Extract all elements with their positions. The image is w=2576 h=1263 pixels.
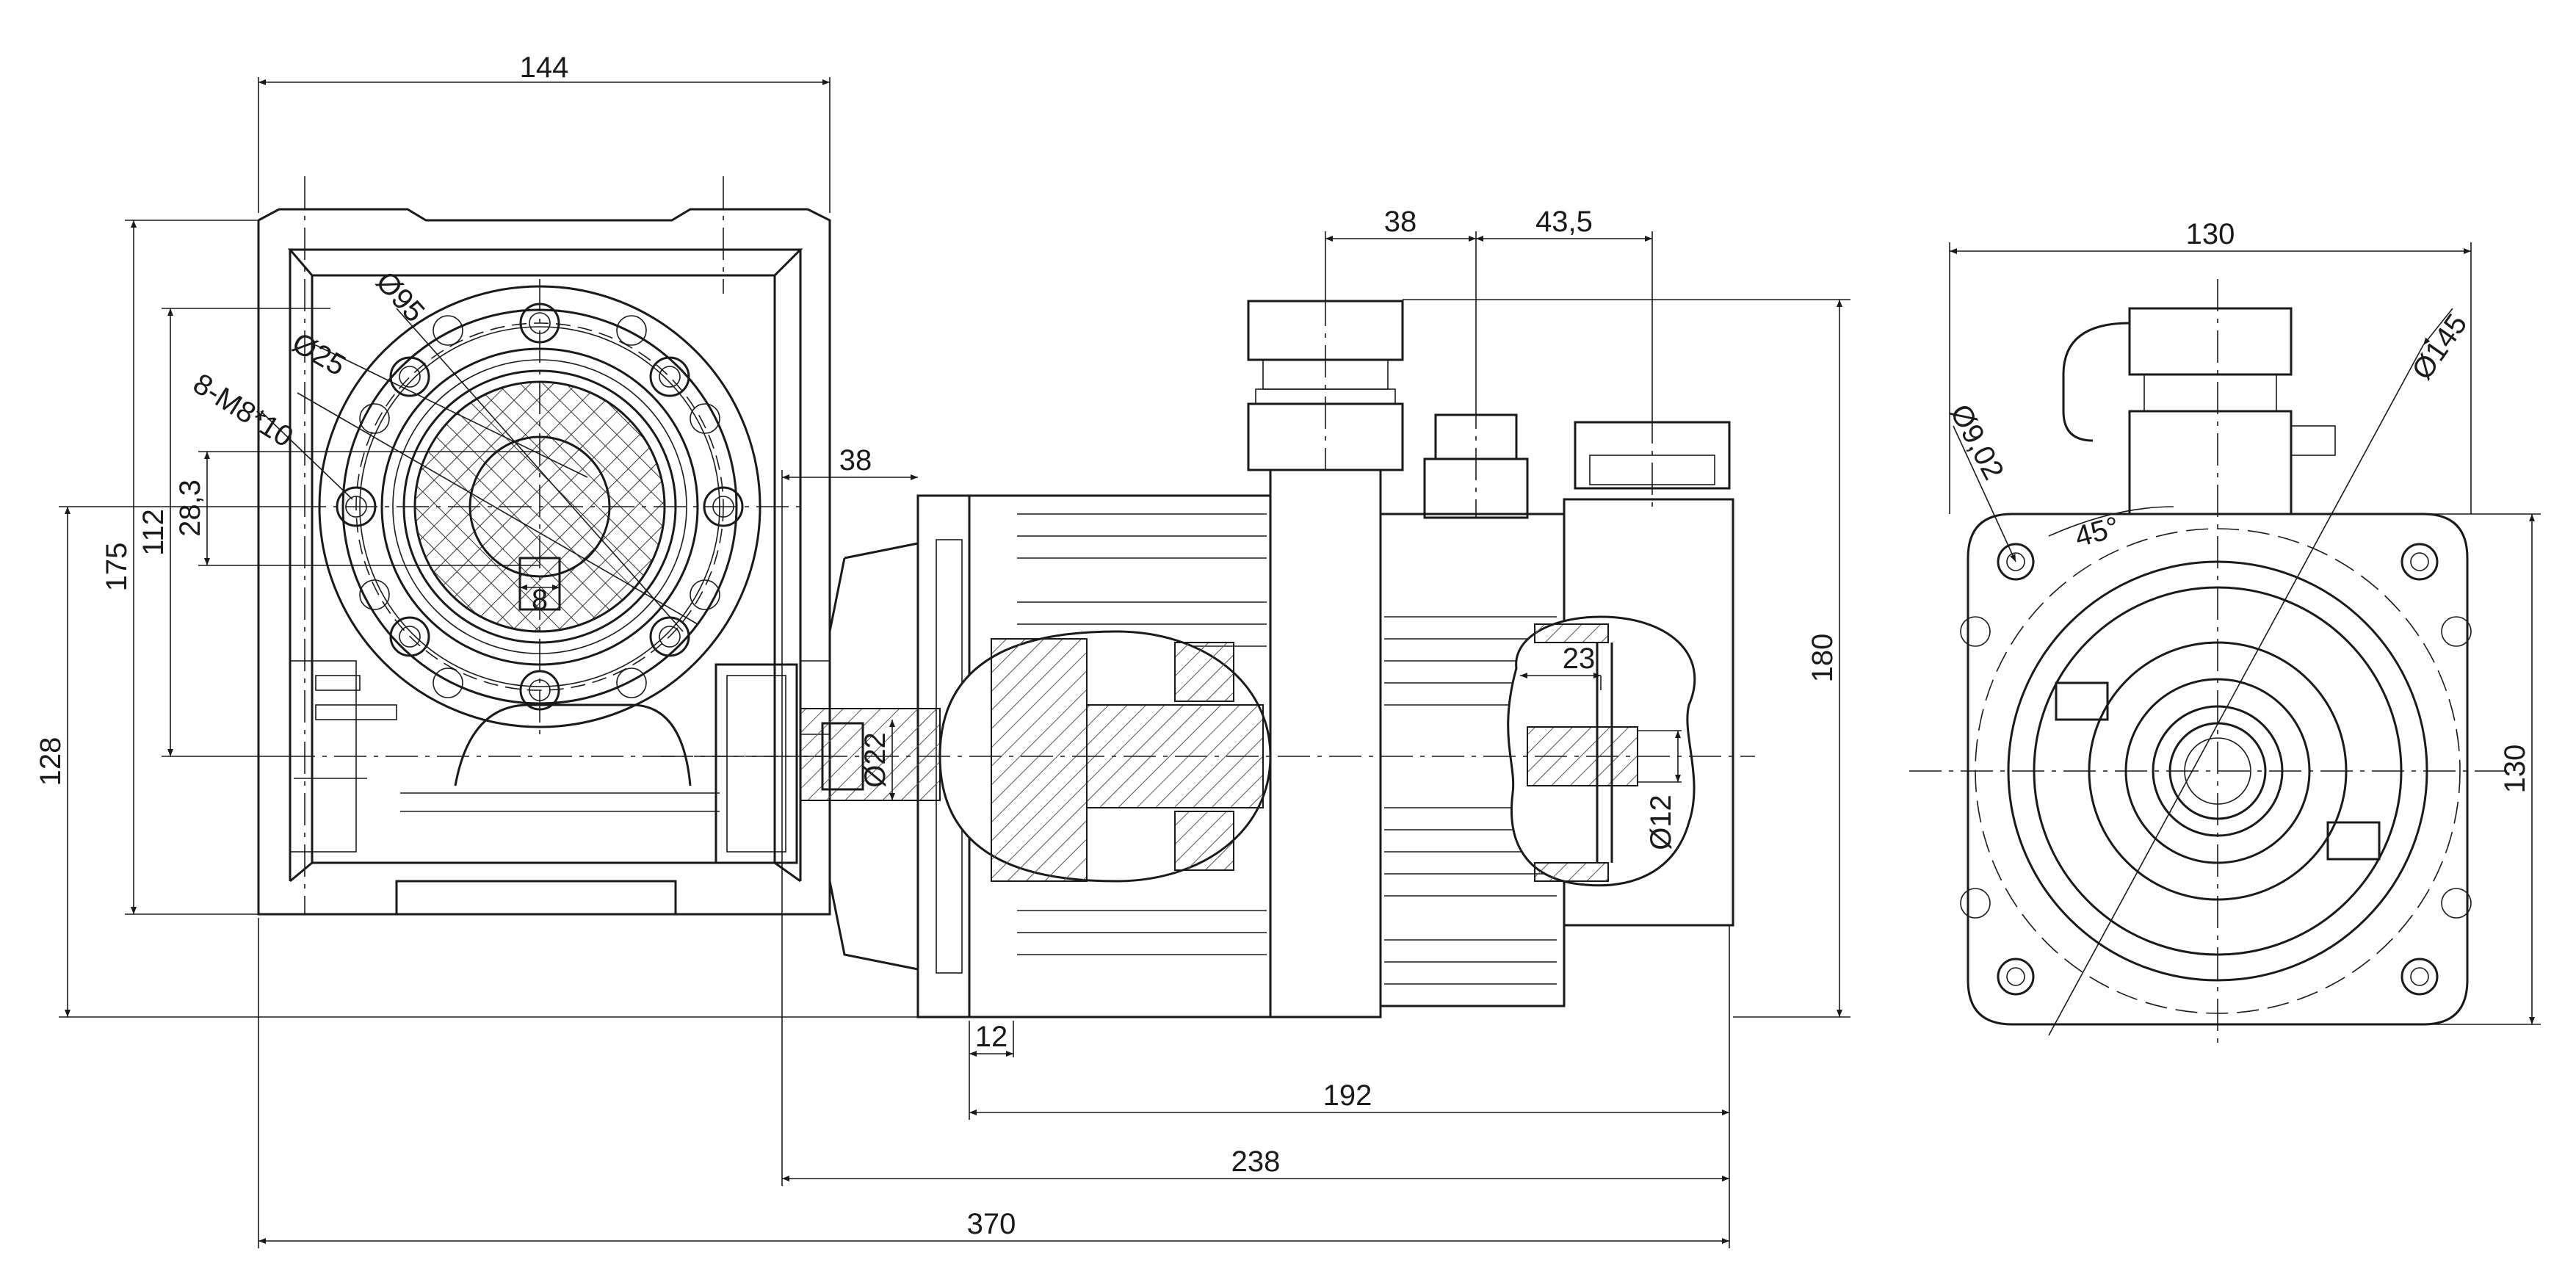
dim-motor-height: 180 bbox=[1806, 634, 1839, 683]
motor-fins bbox=[1017, 513, 1557, 985]
dim-motor-length: 192 bbox=[1323, 1079, 1372, 1112]
dim-motor-shaft: Ø22 bbox=[859, 732, 891, 788]
motor-end-view bbox=[1909, 279, 2511, 1050]
dim-end-view-width: 130 bbox=[2186, 218, 2235, 250]
dim-connector-spacing-2: 43,5 bbox=[1535, 206, 1593, 238]
dim-connector-spacing-1: 38 bbox=[1384, 206, 1417, 238]
encoder-connector bbox=[1574, 411, 1731, 514]
dim-encoder-shaft-length: 23 bbox=[1563, 643, 1596, 675]
dim-gearbox-width: 144 bbox=[520, 51, 569, 84]
dim-thread-holes: 8-M8*10 bbox=[187, 367, 299, 453]
dim-end-view-height: 130 bbox=[2499, 745, 2531, 794]
motor-side-view bbox=[661, 294, 1755, 1018]
brake-connector bbox=[1423, 397, 1529, 519]
dim-end-view-hole: Ø9,02 bbox=[1944, 399, 2010, 485]
dim-key-width: 8 bbox=[532, 584, 548, 616]
dim-end-view-pcd: Ø145 bbox=[2406, 308, 2473, 386]
dim-encoder-shaft: Ø12 bbox=[1645, 795, 1677, 850]
dim-keyway-depth: 28,3 bbox=[174, 479, 206, 537]
dim-input-offset: 38 bbox=[839, 444, 872, 477]
dim-flange-bolt-height: 175 bbox=[101, 543, 133, 592]
dim-flange-thickness: 12 bbox=[975, 1021, 1008, 1053]
gearbox-view bbox=[257, 176, 837, 916]
dimension-labels: 144 370 238 192 12 38 38 43,5 180 128 17… bbox=[35, 51, 2531, 1240]
dim-overall-length: 370 bbox=[967, 1208, 1016, 1240]
dimension-lines bbox=[59, 77, 2541, 1248]
dim-hole-angle: 45° bbox=[2072, 511, 2123, 554]
dim-output-bore: Ø25 bbox=[287, 327, 351, 383]
end-view-mounting-holes bbox=[1960, 543, 2472, 996]
power-connector bbox=[1247, 294, 1404, 471]
dim-bore-centre-height: 112 bbox=[137, 509, 170, 556]
dim-gearbox-height: 128 bbox=[35, 737, 67, 786]
dim-motor-gearbox-length: 238 bbox=[1231, 1146, 1281, 1178]
